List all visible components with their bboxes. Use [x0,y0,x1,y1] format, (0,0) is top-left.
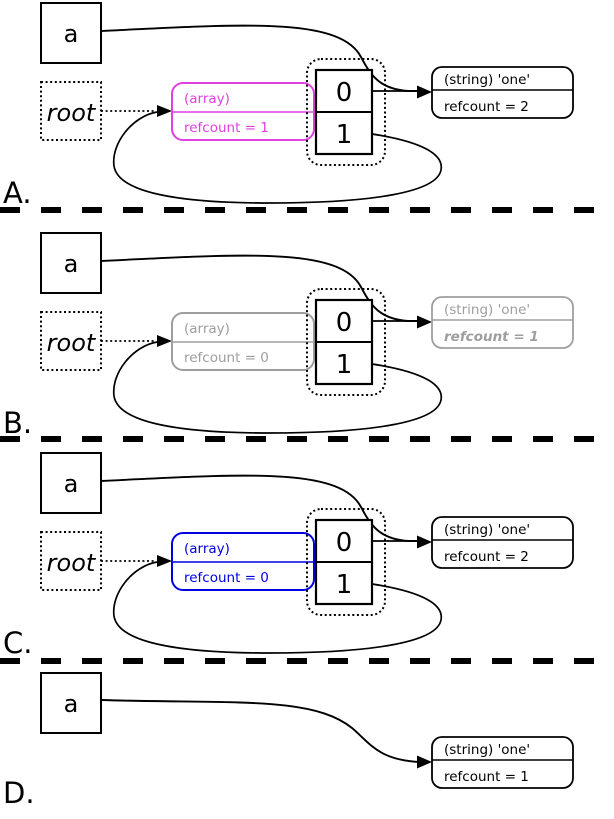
cell-1: 1 [336,570,353,600]
var-box [40,672,102,734]
cell-0: 0 [336,78,353,108]
panel-label: C. [3,626,32,660]
var-box [40,452,102,514]
cycle-arrow [112,561,443,654]
var-label: a [64,470,79,498]
string-type-label: (string) 'one' [444,742,530,758]
root-label: root [47,329,97,357]
array-type-label: (array) [184,91,230,107]
panel-a: a root (array) refcount = 1 0 1 (string)… [3,2,574,210]
string-node [431,516,574,569]
root-label: root [47,99,97,127]
string-refcount-label: refcount = 1 [444,769,529,785]
array-refcount-label: refcount = 0 [184,570,269,586]
var-label: a [64,250,79,278]
root-box [40,531,102,591]
cell-1: 1 [336,120,353,150]
array-refcount-label: refcount = 1 [184,120,269,136]
arrowhead-into-array-icon [157,555,172,567]
string-node [431,66,574,119]
arrowhead-into-string-icon [417,315,432,329]
root-box [40,311,102,371]
panel-label: D. [3,776,35,810]
string-node [431,296,574,349]
array-type-label: (array) [184,321,230,337]
var-label: a [64,20,79,48]
buffer-outline [306,508,386,616]
cell-0: 0 [336,308,353,338]
buffer-outline [306,288,386,396]
var-box [40,232,102,294]
string-refcount-label: refcount = 2 [444,99,529,115]
root-box [40,81,102,141]
cycle-arrow [112,111,443,204]
cell-1: 1 [336,350,353,380]
string-type-label: (string) 'one' [444,522,530,538]
arrowhead-into-string-icon [417,85,432,99]
panel-label: A. [3,176,32,210]
arrowhead-into-array-icon [157,105,172,117]
cycle-arrow [112,341,443,434]
arrowhead-into-string-icon [417,755,432,769]
panel-label: B. [3,406,32,440]
root-label: root [47,549,97,577]
string-type-label: (string) 'one' [444,72,530,88]
var-label: a [64,690,79,718]
string-type-label: (string) 'one' [444,302,530,318]
panel-b: a root (array) refcount = 0 0 1 (string)… [3,232,574,440]
arrowhead-into-string-icon [417,535,432,549]
array-type-label: (array) [184,541,230,557]
string-refcount-label: refcount = 1 [444,329,539,345]
arrowhead-into-array-icon [157,335,172,347]
buffer-outline [306,58,386,166]
panel-d: a (string) 'one' refcount = 1 D. [3,672,574,810]
string-refcount-label: refcount = 2 [444,549,529,565]
var-to-string-arrow [100,699,421,763]
var-box [40,2,102,64]
cell-0: 0 [336,528,353,558]
string-node [431,736,574,789]
array-refcount-label: refcount = 0 [184,350,269,366]
panel-c: a root (array) refcount = 0 0 1 (string)… [3,452,574,660]
